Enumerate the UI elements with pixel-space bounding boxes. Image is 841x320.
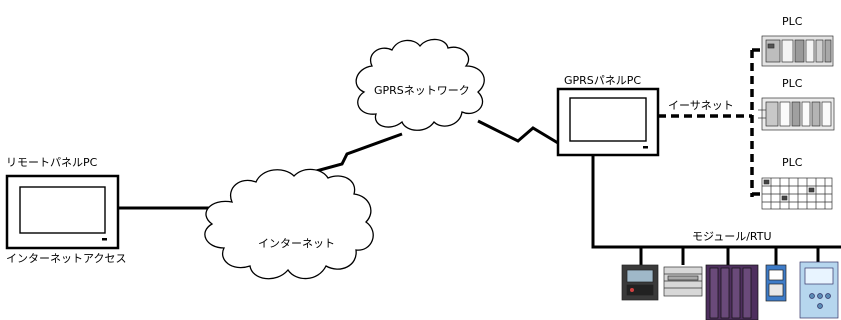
plc-device-3 [761,177,833,210]
panel-to-module-bus [591,155,841,249]
remote-panel-pc-label: リモートパネルPC [6,156,98,169]
gprs-cloud [355,38,485,131]
internet-access-label: インターネットアクセス [6,252,126,265]
module-device-5 [799,261,839,319]
plc-device-2 [758,97,835,131]
module-device-4 [765,264,787,302]
ethernet-label: イーサネット [668,99,734,112]
internet-label: インターネット [258,237,335,250]
internet-to-gprs-wireless-link [297,132,403,178]
plc-device-1 [761,35,834,67]
module-device-2 [663,266,703,297]
module-device-3 [705,264,759,320]
remote-panel-pc [5,174,120,250]
gprs-panel-pc [556,87,660,157]
gprs-network-label: GPRSネットワーク [374,84,470,97]
internet-cloud [204,168,374,280]
module-device-1 [621,264,659,301]
gprs-to-panel-wireless-link [477,119,559,145]
gprs-panel-pc-label: GPRSパネルPC [564,74,641,87]
plc-1-label: PLC [782,15,803,28]
modules-rtu-label: モジュール/RTU [692,230,772,243]
plc-2-label: PLC [782,77,803,90]
ethernet-lines [658,48,762,197]
plc-3-label: PLC [782,156,803,169]
connection-lines [118,119,841,265]
